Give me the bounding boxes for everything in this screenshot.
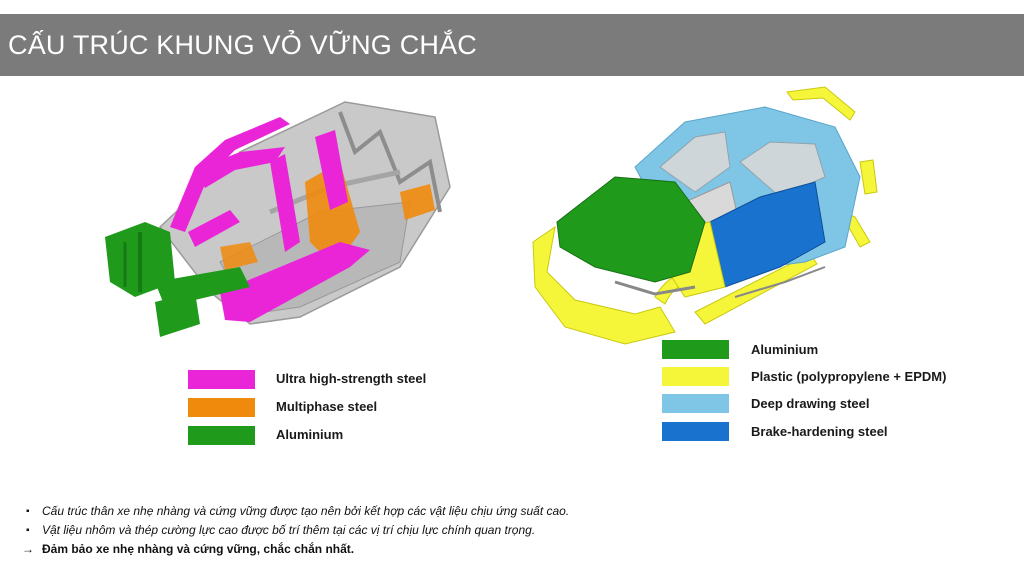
note-text: Vật liệu nhôm và thép cường lực cao được… (42, 523, 536, 537)
note-text: Cấu trúc thân xe nhẹ nhàng và cứng vững … (42, 504, 570, 518)
panel-yellow-front-bumper (532, 225, 676, 345)
frame-magenta-roof-rail (170, 117, 290, 232)
legend-swatch (662, 422, 729, 441)
legend-item-ultra-high-strength (188, 370, 255, 389)
frame-orange-front (220, 242, 258, 270)
frame-magenta-b-pillar (270, 154, 300, 252)
outer-panels-illustration (532, 86, 878, 345)
conclusion-text: Đảm bảo xe nhẹ nhàng và cứng vững, chắc … (42, 542, 355, 556)
legend-label: Brake-hardening steel (751, 424, 888, 439)
legend-swatch (662, 394, 729, 413)
frame-green-bumper-beam (155, 292, 200, 337)
legend-swatch (662, 367, 729, 386)
panel-yellow-rear-bumper (859, 159, 878, 195)
panel-green-hood (556, 176, 706, 283)
legend-swatch (188, 370, 255, 389)
legend-item-plastic (662, 367, 729, 386)
legend-item-deep-drawing (662, 394, 729, 413)
page-title: CẤU TRÚC KHUNG VỎ VỮNG CHẮC (8, 30, 478, 60)
bullet-icon: ▪ (26, 506, 30, 517)
frame-magenta-c-pillar (315, 130, 348, 210)
frame-orange-tunnel (305, 162, 360, 267)
panel-window-rear (739, 141, 826, 198)
panel-yellow-spoiler (786, 86, 856, 121)
bullet-icon: ▪ (26, 525, 30, 536)
panel-yellow-sill (694, 253, 818, 325)
panel-underbody (614, 280, 696, 296)
body-frame-illustration (105, 101, 451, 337)
title-bar: CẤU TRÚC KHUNG VỎ VỮNG CHẮC (0, 14, 1024, 76)
frame-magenta-a-pillar (195, 147, 285, 188)
legend-swatch (188, 398, 255, 417)
legend-label: Plastic (polypropylene + EPDM) (751, 369, 947, 384)
legend-label: Deep drawing steel (751, 396, 870, 411)
frame-rear-struts (338, 111, 442, 213)
legend-label: Ultra high-strength steel (276, 371, 427, 386)
legend-swatch (188, 426, 255, 445)
legend-item-brake-hardening (662, 422, 729, 441)
legend-item-aluminium (662, 340, 729, 359)
frame-magenta-front-rail (188, 210, 240, 247)
arrow-right-icon: → (22, 542, 34, 556)
panel-window-front (659, 131, 731, 193)
panel-underbody-2 (734, 266, 826, 298)
legend-swatch (662, 340, 729, 359)
legend-item-aluminium (188, 426, 255, 445)
legend-label: Aluminium (276, 427, 344, 442)
frame-magenta-sill (220, 242, 370, 322)
legend-label: Multiphase steel (276, 399, 378, 414)
legend-label: Aluminium (751, 342, 819, 357)
frame-orange-rear (400, 184, 435, 220)
legend-item-multiphase (188, 398, 255, 417)
